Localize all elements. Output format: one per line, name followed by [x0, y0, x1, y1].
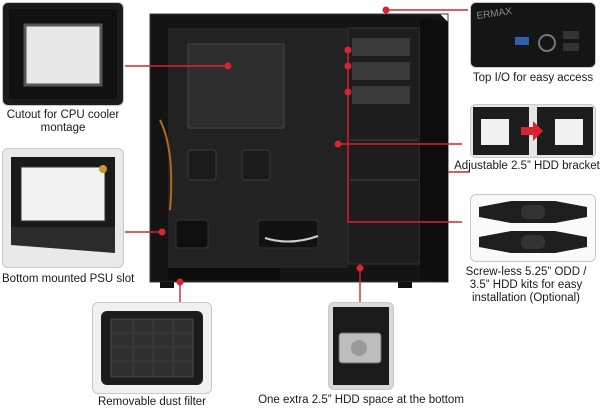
top-io-caption: Top I/O for easy access [472, 72, 594, 84]
cpu-cutout-area [187, 43, 285, 129]
screwless-kits-caption: Screw-less 5.25” ODD / 3.5” HDD kits for… [465, 266, 587, 304]
top-io-thumbnail: ERMAX [470, 2, 596, 68]
marker-odd-kit-2 [344, 62, 352, 70]
extra-hdd-thumbnail [328, 302, 394, 390]
dust-filter-thumbnail [92, 302, 212, 394]
arrow-right-icon [521, 121, 543, 141]
hdd-bracket-thumbnail [470, 104, 596, 158]
hdd-bracket-caption: Adjustable 2.5” HDD bracket [454, 160, 600, 172]
cpu-cutout-caption: Cutout for CPU cooler montage [6, 109, 120, 134]
psu-slot-thumbnail [2, 148, 124, 268]
psu-slot-caption: Bottom mounted PSU slot [2, 273, 135, 285]
extra-hdd-caption: One extra 2.5” HDD space at the bottom [258, 394, 464, 406]
dust-filter-caption: Removable dust filter [97, 396, 207, 408]
marker-odd-kit-1 [344, 46, 352, 54]
marker-odd-kit-3 [344, 88, 352, 96]
marker-psu-slot [158, 228, 166, 236]
cpu-cutout-thumbnail [2, 2, 124, 106]
marker-dust-filter [176, 278, 184, 286]
marker-top-io [382, 6, 390, 14]
marker-extra-hdd [356, 264, 364, 272]
marker-hdd-bracket [334, 140, 342, 148]
brand-logo: ERMAX [476, 6, 513, 22]
screwless-kits-thumbnail [470, 194, 596, 262]
marker-cpu-cutout [224, 62, 232, 70]
